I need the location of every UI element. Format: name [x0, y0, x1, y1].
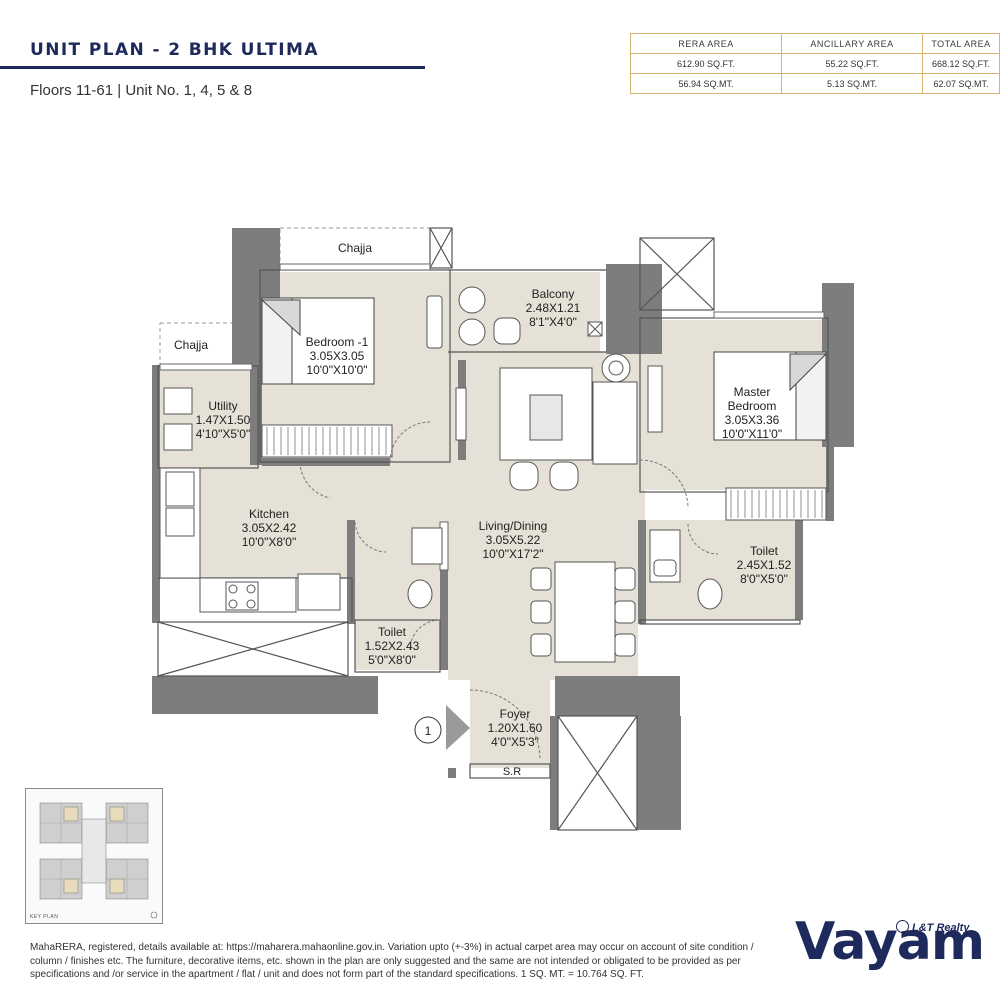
- north-arrow-icon: [150, 911, 158, 919]
- page-title: UNIT PLAN - 2 BHK ULTIMA: [30, 40, 319, 60]
- toilet1-label: Toilet: [378, 625, 407, 639]
- wardrobes: [261, 424, 827, 521]
- utility-metric: 1.47X1.50: [196, 413, 251, 427]
- living-furniture: [426, 286, 663, 663]
- walls: [152, 228, 854, 830]
- toilet1-metric: 1.52X2.43: [365, 639, 420, 653]
- toilet1-imperial: 5'0"X8'0": [368, 653, 416, 667]
- key-plan: KEY PLAN: [25, 788, 163, 924]
- kitchen-imperial: 10'0"X8'0": [242, 535, 296, 549]
- toilet2-metric: 2.45X1.52: [737, 558, 792, 572]
- toilet2-imperial: 8'0"X5'0": [740, 572, 788, 586]
- master-imperial: 10'0"X11'0": [722, 427, 782, 441]
- kitchen-label: Kitchen: [249, 507, 289, 521]
- project-logo: Vayam: [795, 912, 985, 972]
- floors-units-subtitle: Floors 11-61 | Unit No. 1, 4, 5 & 8: [30, 82, 253, 99]
- toilet-fixtures: [407, 527, 723, 610]
- developer-name: L&T Realty: [912, 922, 970, 934]
- area-table-sqft-row: 612.90 SQ.FT. 55.22 SQ.FT. 668.12 SQ.FT.: [630, 53, 1000, 74]
- toilet2-label: Toilet: [750, 544, 779, 558]
- area-table: RERA AREA ANCILLARY AREA TOTAL AREA 612.…: [630, 33, 1000, 94]
- disclaimer-text: MahaRERA, registered, details available …: [30, 942, 754, 980]
- bedroom1-bed: [260, 297, 375, 385]
- kitchen-metric: 3.05X2.42: [242, 521, 297, 535]
- bedroom1-metric: 3.05X3.05: [310, 349, 365, 363]
- master-label-2: Bedroom: [728, 399, 777, 413]
- living-imperial: 10'0"X17'2": [482, 547, 543, 561]
- utility-label: Utility: [208, 399, 237, 413]
- foyer-metric: 1.20X1.60: [488, 721, 543, 735]
- developer-logo: L&T Realty: [896, 920, 969, 934]
- foyer-imperial: 4'0"X5'3": [491, 735, 539, 749]
- entry-number: 1: [425, 724, 432, 738]
- room-labels: Chajja Chajja Balcony 2.48X1.21 8'1"X4'0…: [174, 241, 792, 778]
- balcony-imperial: 8'1"X4'0": [529, 315, 577, 329]
- area-table-sqmt-row: 56.94 SQ.MT. 5.13 SQ.MT. 62.07 SQ.MT.: [630, 73, 1000, 94]
- key-plan-diagram: [39, 802, 158, 919]
- foyer-label: Foyer: [500, 707, 531, 721]
- rera-sqmt: 56.94 SQ.MT.: [630, 73, 782, 94]
- store-room-label: S.R: [503, 766, 521, 778]
- balcony-metric: 2.48X1.21: [526, 301, 581, 315]
- living-metric: 3.05X5.22: [486, 533, 541, 547]
- master-label: Master: [734, 385, 771, 399]
- lt-logo-icon: [896, 920, 909, 933]
- windows: [159, 263, 825, 571]
- utility-imperial: 4'10"X5'0": [196, 427, 250, 441]
- chajja-left-label: Chajja: [174, 338, 208, 352]
- total-sqmt: 62.07 SQ.MT.: [922, 73, 1000, 94]
- bedroom1-label: Bedroom -1: [306, 335, 369, 349]
- living-label: Living/Dining: [479, 519, 548, 533]
- entry-marker: [414, 705, 470, 750]
- title-underline: [0, 66, 425, 69]
- key-plan-label: KEY PLAN: [30, 914, 59, 920]
- chajja-top-label: Chajja: [338, 241, 372, 255]
- doors: [299, 421, 719, 761]
- wardrobe-hatching: [266, 427, 823, 518]
- kitchen-fixtures: [159, 387, 341, 613]
- master-bed: [713, 351, 828, 441]
- master-metric: 3.05X3.36: [725, 413, 780, 427]
- bedroom1-imperial: 10'0"X10'0": [306, 363, 367, 377]
- balcony-label: Balcony: [532, 287, 575, 301]
